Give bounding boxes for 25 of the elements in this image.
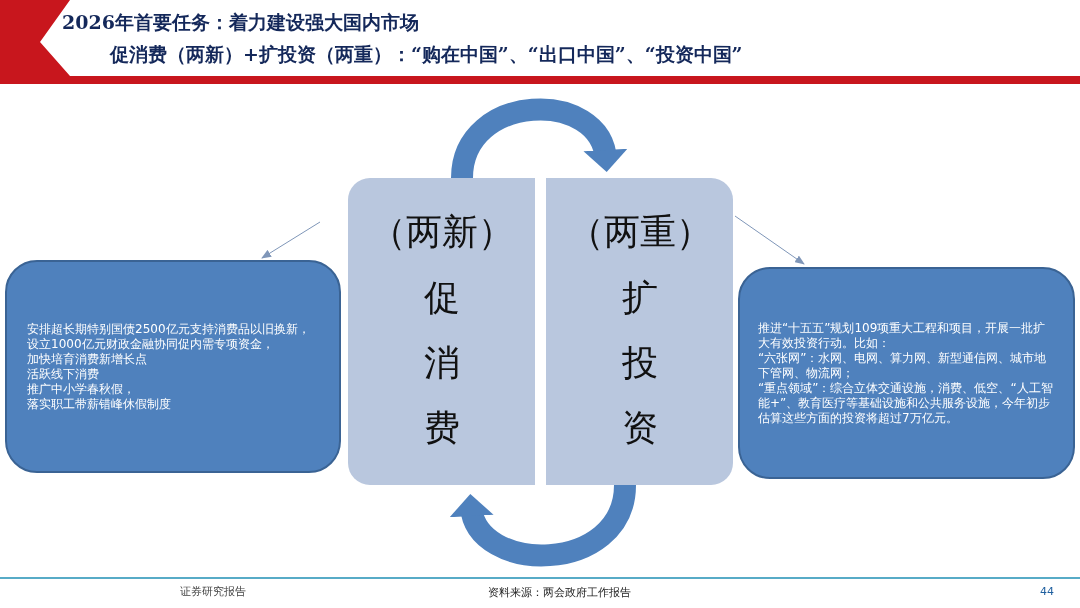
box-text: 推广中小学春秋假， — [27, 381, 136, 397]
text-panel — [546, 178, 733, 485]
box-text: 加快培育消费新增长点 — [27, 351, 148, 367]
source-note: 资料来源：两会政府工作报告 — [488, 585, 631, 600]
panel-text: 促消费 — [422, 276, 461, 450]
footer-text: 证券研究报告 — [180, 584, 246, 599]
rounded-box — [738, 267, 1075, 479]
subtitle: 促消费（两新）+扩投资（两重）：“购在中国”、“出口中国”、“投资中国” — [110, 42, 743, 67]
leader-line — [261, 221, 321, 259]
rounded-box — [5, 260, 341, 473]
box-text: 推进“十五五”规划109项重大工程和项目，开展一批扩大有效投资行动。比如： — [758, 320, 1047, 351]
panel-heading: （两新） — [369, 210, 514, 254]
curved-arrow — [452, 483, 636, 567]
box-text: 活跃线下消费 — [27, 366, 100, 382]
panel-heading: （两重） — [567, 210, 712, 254]
text-panel — [348, 178, 535, 485]
box-text: “重点领域”：综合立体交通设施，消费、低空、“人工智能+”、教育医疗等基础设施和公共服务设施，今年初步估算这些方面的投资将超过7万亿元。 — [758, 380, 1054, 426]
box-text: 设立1000亿元财政金融协同促内需专项资金， — [27, 336, 275, 352]
panel-text: 扩投资 — [620, 276, 659, 450]
box-text: 安排超长期特别国债2500亿元支持消费品以旧换新， — [27, 321, 311, 337]
box-text: “六张网”：水网、电网、算力网、新型通信网、城市地下管网、物流网； — [758, 350, 1048, 381]
box-text: 落实职工带薪错峰休假制度 — [27, 396, 172, 412]
title: 2026年首要任务：着力建设强大国内市场 — [62, 10, 419, 35]
page-number: 44 — [1040, 585, 1054, 598]
leader-line — [734, 215, 805, 265]
